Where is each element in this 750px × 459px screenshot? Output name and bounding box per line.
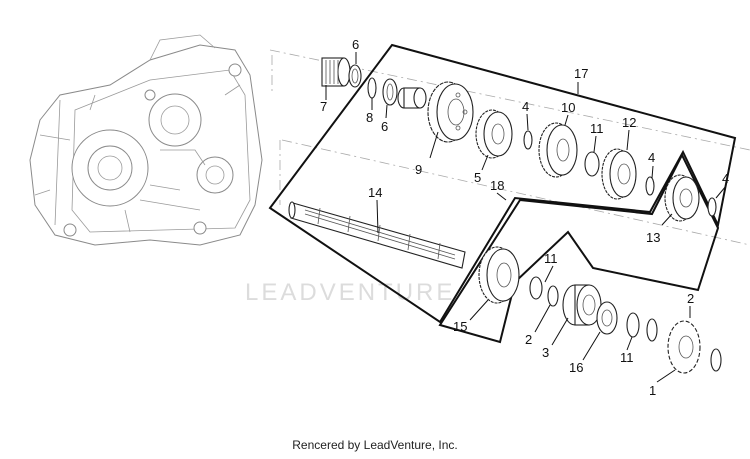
circlip-part-4-a bbox=[523, 130, 533, 150]
sprocket-part-1 bbox=[667, 320, 701, 374]
washer-part-11-lower-b bbox=[626, 312, 640, 338]
callout-8: 8 bbox=[366, 110, 373, 125]
callout-5: 5 bbox=[474, 170, 481, 185]
washer-part-6-upper bbox=[348, 64, 362, 88]
gear-part-12 bbox=[601, 148, 637, 200]
ball-bearing-part-3 bbox=[562, 284, 602, 326]
needle-bearing-part-7 bbox=[321, 57, 351, 87]
callout-6-lower: 6 bbox=[381, 119, 388, 134]
callout-3: 3 bbox=[542, 345, 549, 360]
callout-15: 15 bbox=[453, 319, 467, 334]
leader-lines bbox=[325, 52, 727, 383]
callout-10: 10 bbox=[561, 100, 575, 115]
callout-6-upper: 6 bbox=[352, 37, 359, 52]
gear-part-9 bbox=[427, 81, 474, 143]
washer-part-11-lower-a bbox=[529, 276, 543, 300]
circlip-part-4-b bbox=[645, 176, 655, 196]
gear-part-13 bbox=[664, 174, 700, 222]
callout-13: 13 bbox=[646, 230, 660, 245]
callout-4-b: 4 bbox=[648, 150, 655, 165]
callout-12: 12 bbox=[622, 115, 636, 130]
callout-11-lower-a: 11 bbox=[544, 251, 558, 266]
callout-11-lower-b: 11 bbox=[620, 350, 634, 365]
engine-crankcase bbox=[29, 34, 263, 246]
assembly-frame-18 bbox=[438, 152, 720, 344]
callout-16: 16 bbox=[569, 360, 583, 375]
callout-2-lower: 2 bbox=[525, 332, 532, 347]
washer-part-11-upper bbox=[584, 151, 600, 177]
callout-18: 18 bbox=[490, 178, 504, 193]
circlip-part-8 bbox=[367, 77, 377, 99]
gear-part-15 bbox=[478, 246, 520, 304]
washer-part-6-lower bbox=[382, 78, 398, 106]
gear-part-10 bbox=[538, 122, 578, 178]
callout-17: 17 bbox=[574, 66, 588, 81]
callout-11-upper: 11 bbox=[590, 121, 604, 136]
circlip-sprocket bbox=[710, 348, 722, 372]
callout-2-right: 2 bbox=[687, 291, 694, 306]
callout-4-a: 4 bbox=[522, 99, 529, 114]
watermark-text: LEADVENTURE bbox=[245, 279, 455, 306]
main-shaft-part-14 bbox=[288, 201, 466, 269]
assembly-frame-17 bbox=[268, 43, 737, 324]
gear-part-5 bbox=[475, 109, 513, 159]
callout-4-c: 4 bbox=[722, 171, 729, 186]
circlip-part-4-c bbox=[707, 197, 717, 217]
circlip-part-2-right bbox=[646, 318, 658, 342]
callout-7: 7 bbox=[320, 99, 327, 114]
callout-14: 14 bbox=[368, 185, 382, 200]
callout-9: 9 bbox=[415, 162, 422, 177]
footer-credit: Rencered by LeadVenture, Inc. bbox=[292, 438, 458, 452]
circlip-part-2-lower bbox=[547, 285, 559, 307]
oil-seal-part-16 bbox=[596, 301, 618, 335]
bushing bbox=[397, 87, 427, 109]
callout-1: 1 bbox=[649, 383, 656, 398]
